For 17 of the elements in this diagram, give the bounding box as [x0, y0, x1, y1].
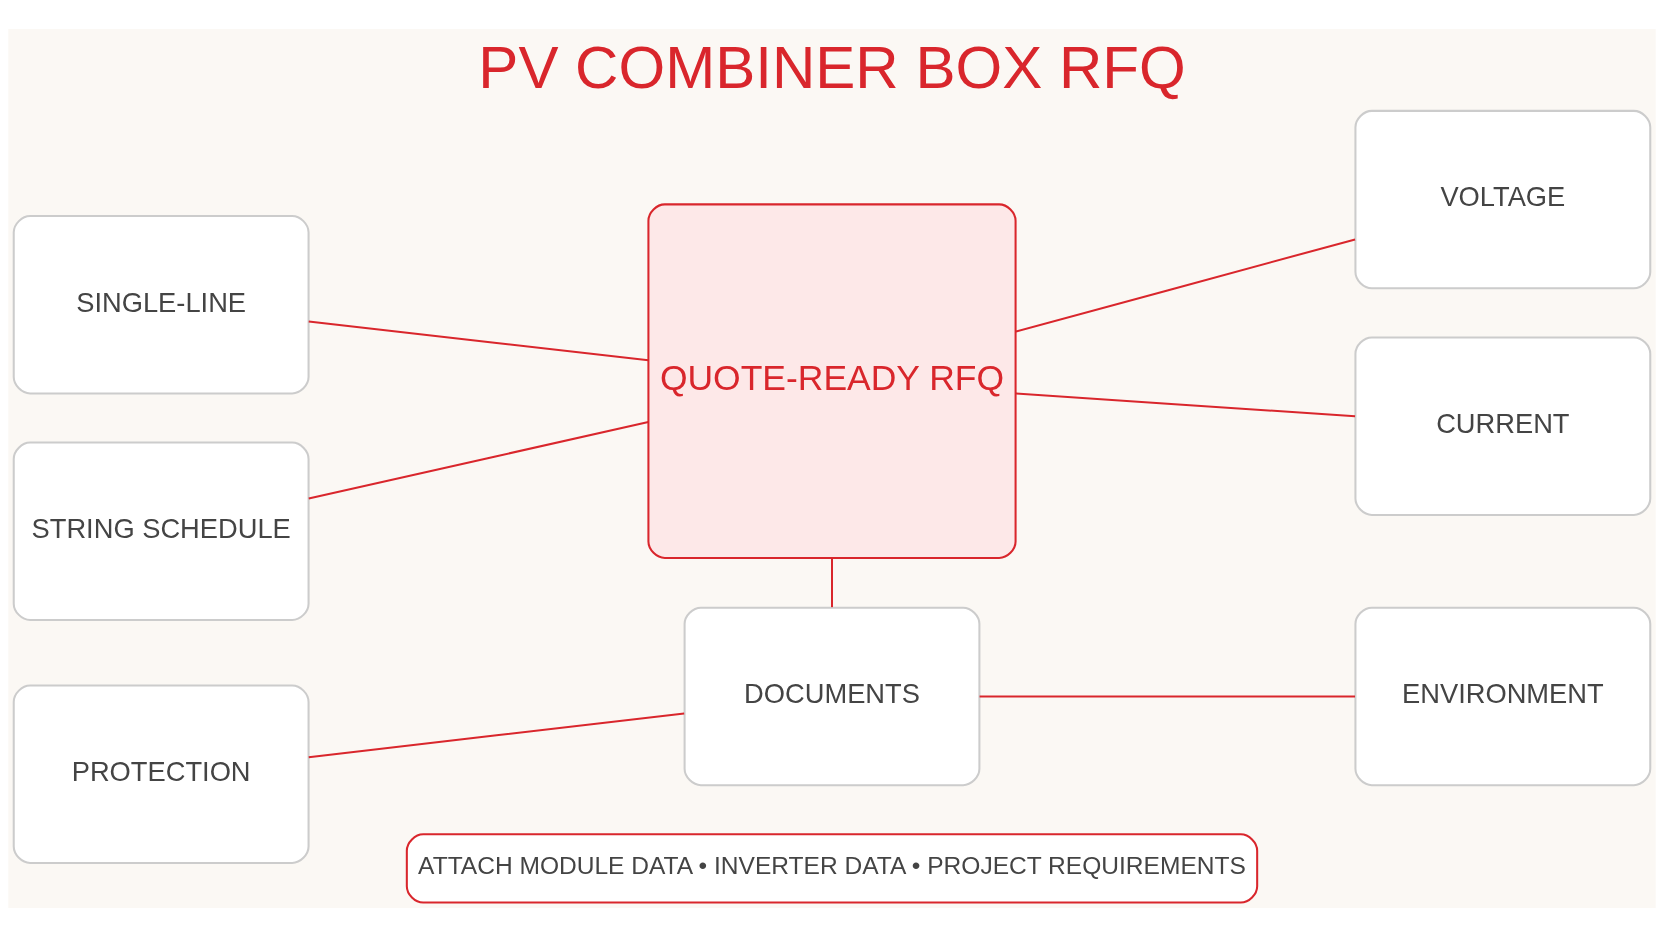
- node-box: SINGLE-LINE: [12, 214, 310, 394]
- connector: [1015, 237, 1356, 333]
- node-box: ATTACH MODULE DATA • INVERTER DATA • PROJECT REQUIREMENTS: [405, 832, 1259, 904]
- diagram-title: PV COMBINER BOX RFQ: [478, 33, 1186, 101]
- node-box: VOLTAGE: [1354, 109, 1652, 289]
- connector: [308, 420, 649, 499]
- node-box: QUOTE-READY RFQ: [647, 202, 1017, 559]
- node-box: STRING SCHEDULE: [12, 441, 310, 621]
- connector: [308, 319, 649, 361]
- connector: [1015, 391, 1356, 417]
- connector: [830, 557, 834, 607]
- node-box: CURRENT: [1354, 335, 1652, 516]
- connector: [979, 694, 1356, 697]
- node-box: DOCUMENTS: [683, 606, 981, 786]
- node-box: PROTECTION: [12, 684, 310, 864]
- connector: [308, 711, 685, 758]
- node-box: ENVIRONMENT: [1354, 606, 1652, 786]
